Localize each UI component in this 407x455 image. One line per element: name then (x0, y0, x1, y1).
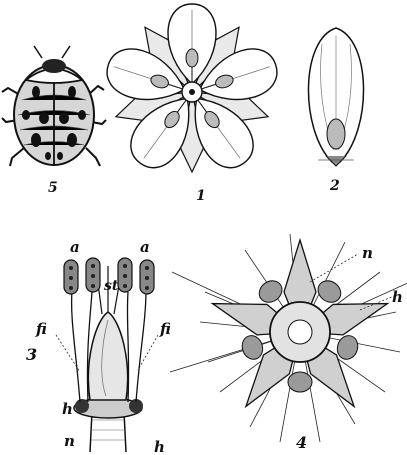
petal-icon (308, 28, 363, 166)
label-fig4-h: h (392, 288, 403, 306)
flower-base-icon (170, 234, 407, 442)
label-st: st (104, 278, 119, 294)
label-h: h (62, 400, 73, 418)
label-fig4-n: n (362, 244, 373, 262)
figure-number-3: 3 (26, 345, 37, 364)
label-n: n (64, 432, 75, 450)
label-a-right: a (140, 238, 150, 256)
figure-number-5: 5 (48, 180, 58, 196)
label-fi-left: fi (35, 320, 47, 338)
figure-number-4: 4 (296, 433, 307, 452)
figure-number-2: 2 (329, 178, 340, 194)
label-h-bottom: h (154, 438, 165, 455)
label-a-left: a (70, 238, 80, 256)
beetle-icon (2, 46, 106, 166)
figure-number-1: 1 (196, 188, 206, 204)
flower-icon (101, 4, 283, 177)
label-fi-right: fi (159, 320, 171, 338)
